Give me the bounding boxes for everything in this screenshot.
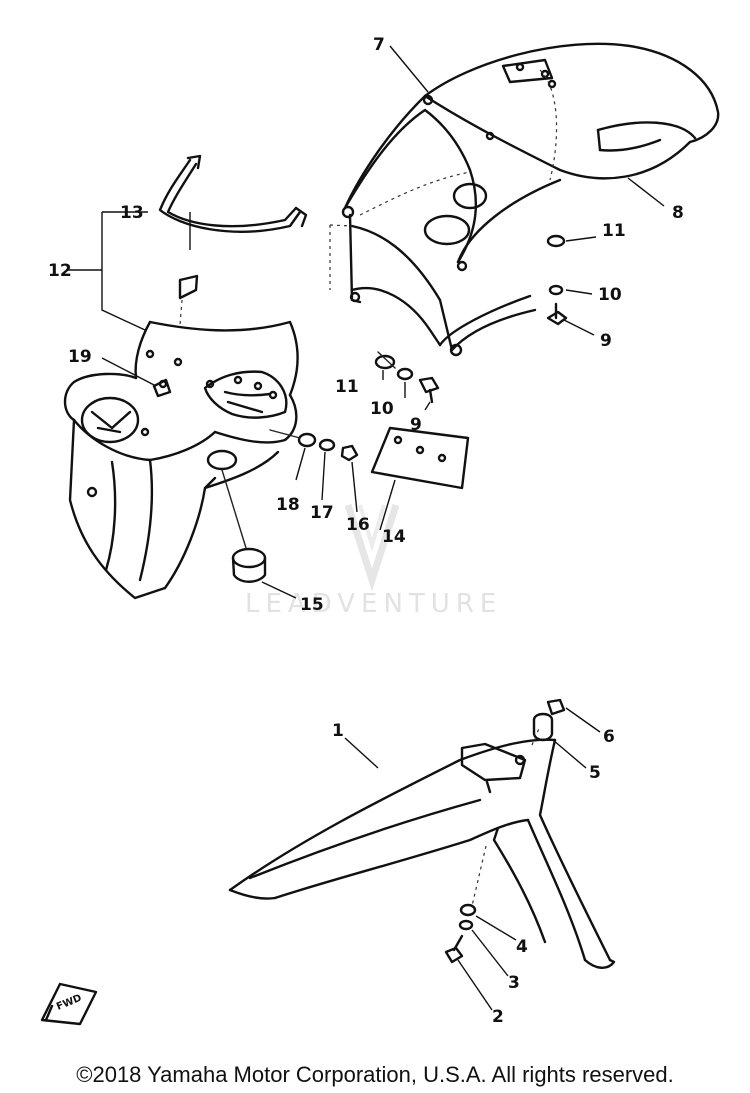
callout-16: 16 <box>346 515 370 535</box>
front-fender <box>228 725 616 969</box>
hardware-upper <box>374 351 440 404</box>
callout-7: 7 <box>373 35 385 55</box>
callouts: 7 8 11 10 9 11 10 9 13 12 19 18 17 16 14… <box>48 35 684 1027</box>
plate <box>370 426 470 490</box>
callout-6: 6 <box>603 727 615 747</box>
callout-9-right: 9 <box>600 331 612 351</box>
band-bracket <box>158 154 308 233</box>
hardware-row <box>269 429 359 462</box>
callout-14: 14 <box>382 527 406 547</box>
callout-13: 13 <box>120 203 144 223</box>
callout-2: 2 <box>492 1007 504 1027</box>
callout-18: 18 <box>276 495 300 515</box>
fastener-19 <box>152 378 172 398</box>
direction-arrow: FWD <box>40 982 98 1026</box>
callout-10-right: 10 <box>598 285 622 305</box>
callout-4: 4 <box>516 937 528 957</box>
leader-lines <box>66 45 665 1011</box>
direction-label: FWD <box>55 993 83 1013</box>
callout-10-left: 10 <box>370 399 394 419</box>
copyright-notice: ©2018 Yamaha Motor Corporation, U.S.A. A… <box>76 1062 674 1087</box>
callout-19: 19 <box>68 347 92 367</box>
callout-1: 1 <box>332 721 344 741</box>
callout-12: 12 <box>48 261 72 281</box>
rear-fender <box>329 42 720 357</box>
callout-11-right: 11 <box>602 221 626 241</box>
grommet <box>221 469 267 583</box>
watermark-logo: LEADVENTURE <box>245 503 502 619</box>
callout-15: 15 <box>300 595 324 615</box>
hardware-right <box>546 234 568 326</box>
watermark-text: LEADVENTURE <box>245 589 502 619</box>
callout-3: 3 <box>508 973 520 993</box>
callout-5: 5 <box>589 763 601 783</box>
front-hardware <box>444 698 566 964</box>
callout-11-left: 11 <box>335 377 359 397</box>
headlight-cover <box>63 274 299 600</box>
callout-8: 8 <box>672 203 684 223</box>
callout-9-left: 9 <box>410 415 422 435</box>
callout-17: 17 <box>310 503 334 523</box>
